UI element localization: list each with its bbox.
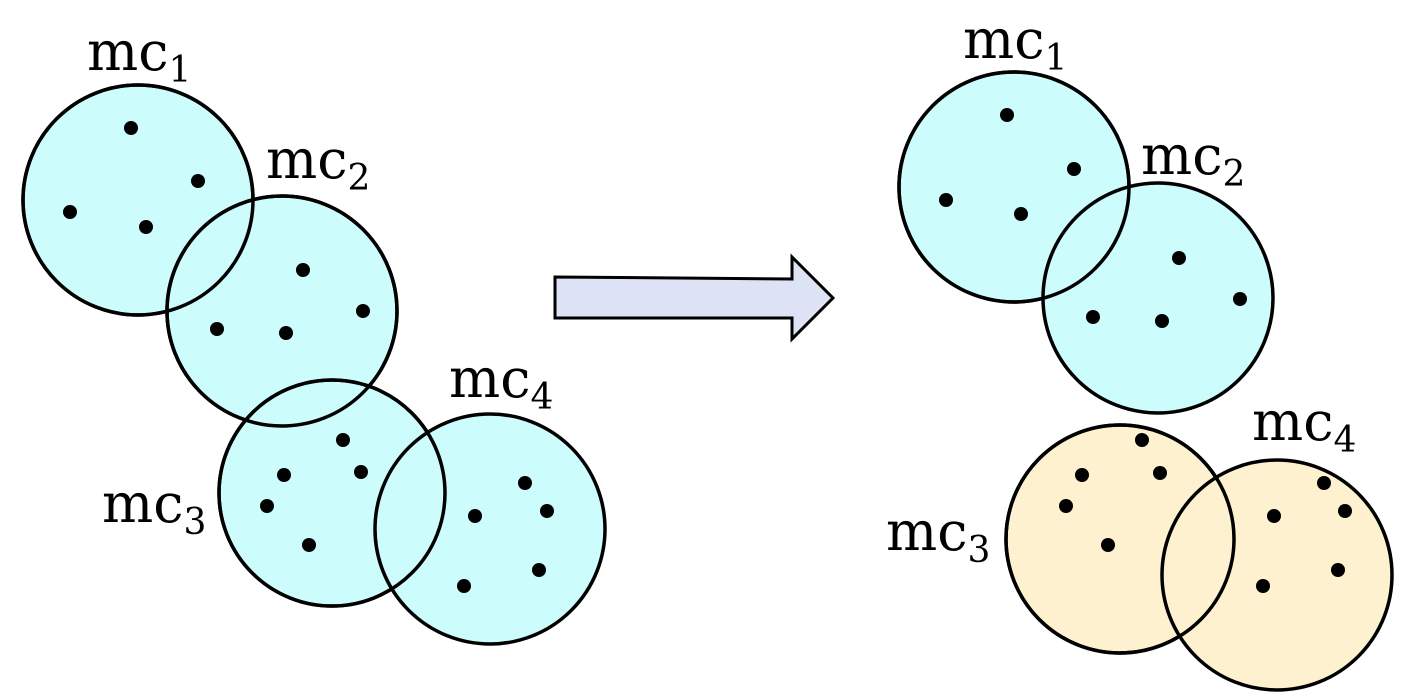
data-point bbox=[1135, 433, 1149, 447]
before-mc1-label: mc1 bbox=[87, 20, 191, 91]
arrow-shape bbox=[553, 253, 836, 343]
after-mc2-label: mc2 bbox=[1141, 124, 1245, 195]
data-point bbox=[1153, 466, 1167, 480]
data-point bbox=[1067, 162, 1081, 176]
data-point bbox=[540, 504, 554, 518]
before-mc2-label: mc2 bbox=[266, 128, 370, 199]
after-mc1-label: mc1 bbox=[963, 8, 1067, 79]
data-point bbox=[1338, 504, 1352, 518]
data-point bbox=[139, 220, 153, 234]
data-point bbox=[277, 468, 291, 482]
after-mc3-label: mc3 bbox=[886, 500, 990, 571]
data-point bbox=[124, 121, 138, 135]
right-arrow-icon bbox=[553, 253, 836, 343]
before-mc2-outline bbox=[165, 194, 399, 428]
data-point bbox=[279, 326, 293, 340]
data-point bbox=[63, 205, 77, 219]
after-points bbox=[939, 108, 1352, 593]
after-mc4-circle bbox=[1160, 458, 1394, 692]
data-point bbox=[1000, 108, 1014, 122]
data-point bbox=[457, 579, 471, 593]
data-point bbox=[1086, 310, 1100, 324]
data-point bbox=[210, 322, 224, 336]
after-mc3-outline bbox=[1004, 423, 1236, 655]
before-points bbox=[63, 121, 554, 593]
data-point bbox=[302, 538, 316, 552]
data-point bbox=[336, 433, 350, 447]
data-point bbox=[1155, 314, 1169, 328]
after-mc4-label: mc4 bbox=[1252, 390, 1356, 461]
before-mc3-label: mc3 bbox=[102, 472, 206, 543]
data-point bbox=[1233, 292, 1247, 306]
data-point bbox=[191, 174, 205, 188]
data-point bbox=[518, 476, 532, 490]
before-mc4-circle bbox=[373, 412, 607, 646]
data-point bbox=[260, 499, 274, 513]
after-panel: mc1 mc2 mc3 mc4 bbox=[886, 8, 1394, 692]
before-mc3-outline bbox=[217, 378, 447, 608]
before-panel: mc1 mc2 mc3 mc4 bbox=[21, 20, 607, 646]
data-point bbox=[1014, 207, 1028, 221]
data-point bbox=[468, 509, 482, 523]
before-mc4-label: mc4 bbox=[449, 347, 553, 418]
data-point bbox=[354, 465, 368, 479]
data-point bbox=[1256, 579, 1270, 593]
data-point bbox=[1059, 499, 1073, 513]
data-point bbox=[532, 563, 546, 577]
data-point bbox=[1267, 509, 1281, 523]
data-point bbox=[1331, 563, 1345, 577]
data-point bbox=[356, 304, 370, 318]
data-point bbox=[1075, 468, 1089, 482]
after-mc1-outline bbox=[897, 70, 1131, 304]
data-point bbox=[1101, 538, 1115, 552]
data-point bbox=[1317, 476, 1331, 490]
data-point bbox=[939, 193, 953, 207]
data-point bbox=[296, 263, 310, 277]
data-point bbox=[1172, 251, 1186, 265]
